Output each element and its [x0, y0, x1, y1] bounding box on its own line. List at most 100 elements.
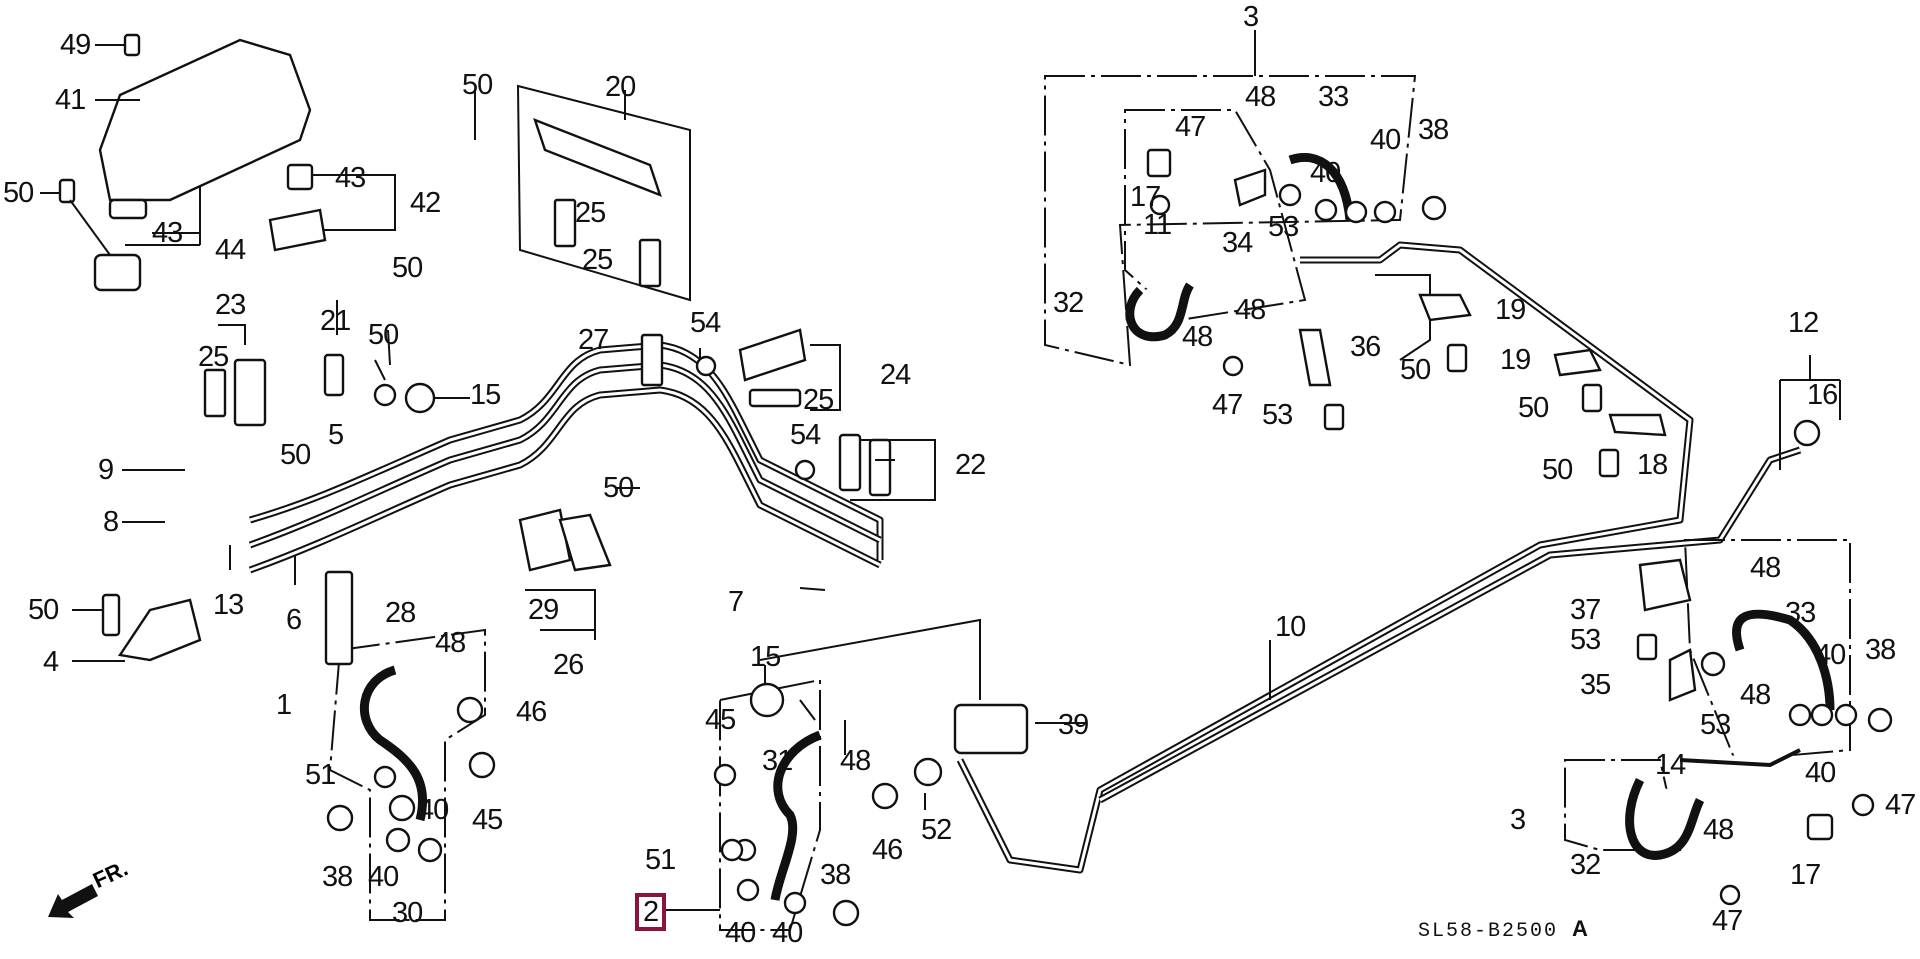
- callout-32[interactable]: 32: [1053, 287, 1084, 319]
- callout-3[interactable]: 3: [1243, 1, 1259, 33]
- callout-53[interactable]: 53: [1268, 211, 1299, 243]
- callout-40[interactable]: 40: [1805, 757, 1836, 789]
- callout-28[interactable]: 28: [385, 597, 416, 629]
- callout-25[interactable]: 25: [803, 384, 834, 416]
- callout-40[interactable]: 40: [418, 794, 449, 826]
- callout-40[interactable]: 40: [368, 861, 399, 893]
- callout-47[interactable]: 47: [1175, 111, 1206, 143]
- callout-40[interactable]: 40: [1370, 124, 1401, 156]
- callout-43[interactable]: 43: [335, 162, 366, 194]
- callout-38[interactable]: 38: [1418, 114, 1449, 146]
- callout-25[interactable]: 25: [582, 244, 613, 276]
- callout-50[interactable]: 50: [3, 177, 34, 209]
- callout-40[interactable]: 40: [772, 917, 803, 949]
- callout-48[interactable]: 48: [1740, 679, 1771, 711]
- callout-47[interactable]: 47: [1212, 389, 1243, 421]
- callout-10[interactable]: 10: [1275, 611, 1306, 643]
- callout-38[interactable]: 38: [1865, 634, 1896, 666]
- callout-44[interactable]: 44: [215, 234, 246, 266]
- callout-48[interactable]: 48: [840, 745, 871, 777]
- callout-50[interactable]: 50: [392, 252, 423, 284]
- callout-12[interactable]: 12: [1788, 307, 1819, 339]
- callout-19[interactable]: 19: [1500, 344, 1531, 376]
- callout-51[interactable]: 51: [305, 759, 336, 791]
- callout-26[interactable]: 26: [553, 649, 584, 681]
- callout-49[interactable]: 49: [60, 29, 91, 61]
- callout-25[interactable]: 25: [198, 341, 229, 373]
- callout-50[interactable]: 50: [462, 69, 493, 101]
- callout-19[interactable]: 19: [1495, 294, 1526, 326]
- callout-35[interactable]: 35: [1580, 669, 1611, 701]
- callout-50[interactable]: 50: [1542, 454, 1573, 486]
- callout-13[interactable]: 13: [213, 589, 244, 621]
- callout-48[interactable]: 48: [1245, 81, 1276, 113]
- callout-21[interactable]: 21: [320, 305, 351, 337]
- callout-52[interactable]: 52: [921, 814, 952, 846]
- callout-34[interactable]: 34: [1222, 227, 1253, 259]
- callout-6[interactable]: 6: [286, 604, 302, 636]
- callout-17[interactable]: 17: [1790, 859, 1821, 891]
- callout-11[interactable]: 11: [1143, 209, 1172, 241]
- callout-40[interactable]: 40: [1310, 157, 1341, 189]
- callout-29[interactable]: 29: [528, 594, 559, 626]
- callout-48[interactable]: 48: [1750, 552, 1781, 584]
- callout-46[interactable]: 46: [516, 696, 547, 728]
- callout-8[interactable]: 8: [103, 506, 119, 538]
- callout-30[interactable]: 30: [392, 897, 423, 929]
- callout-5[interactable]: 5: [328, 419, 344, 451]
- callout-53[interactable]: 53: [1570, 624, 1601, 656]
- callout-50[interactable]: 50: [1518, 392, 1549, 424]
- callout-1[interactable]: 1: [276, 689, 292, 721]
- callout-40[interactable]: 40: [725, 917, 756, 949]
- callout-25[interactable]: 25: [575, 197, 606, 229]
- callout-16[interactable]: 16: [1807, 379, 1838, 411]
- callout-4[interactable]: 4: [43, 646, 59, 678]
- callout-9[interactable]: 9: [98, 454, 114, 486]
- callout-42[interactable]: 42: [410, 187, 441, 219]
- callout-27[interactable]: 27: [578, 324, 609, 356]
- callout-50[interactable]: 50: [280, 439, 311, 471]
- callout-48[interactable]: 48: [435, 627, 466, 659]
- callout-48[interactable]: 48: [1235, 294, 1266, 326]
- callout-36[interactable]: 36: [1350, 331, 1381, 363]
- callout-14[interactable]: 14: [1655, 749, 1686, 781]
- callout-20[interactable]: 20: [605, 71, 636, 103]
- callout-37[interactable]: 37: [1570, 594, 1601, 626]
- callout-54[interactable]: 54: [690, 307, 721, 339]
- callout-53[interactable]: 53: [1700, 709, 1731, 741]
- callout-15[interactable]: 15: [470, 379, 501, 411]
- callout-46[interactable]: 46: [872, 834, 903, 866]
- callout-53[interactable]: 53: [1262, 399, 1293, 431]
- callout-50[interactable]: 50: [368, 319, 399, 351]
- callout-54[interactable]: 54: [790, 419, 821, 451]
- callout-7[interactable]: 7: [728, 586, 744, 618]
- callout-47[interactable]: 47: [1885, 789, 1916, 821]
- callout-17[interactable]: 17: [1130, 181, 1161, 213]
- callout-33[interactable]: 33: [1318, 81, 1349, 113]
- callout-43[interactable]: 43: [152, 217, 183, 249]
- callout-41[interactable]: 41: [55, 84, 86, 116]
- callout-38[interactable]: 38: [820, 859, 851, 891]
- callout-48[interactable]: 48: [1182, 321, 1213, 353]
- callout-32[interactable]: 32: [1570, 849, 1601, 881]
- callout-15[interactable]: 15: [750, 641, 781, 673]
- callout-22[interactable]: 22: [955, 449, 986, 481]
- callout-39[interactable]: 39: [1058, 709, 1089, 741]
- callout-45[interactable]: 45: [705, 704, 736, 736]
- callout-40[interactable]: 40: [1815, 639, 1846, 671]
- callout-23[interactable]: 23: [215, 289, 246, 321]
- callout-31[interactable]: 31: [762, 745, 793, 777]
- callout-51[interactable]: 51: [645, 844, 676, 876]
- callout-18[interactable]: 18: [1637, 449, 1668, 481]
- callout-38[interactable]: 38: [322, 861, 353, 893]
- callout-3[interactable]: 3: [1510, 804, 1526, 836]
- callout-47[interactable]: 47: [1712, 905, 1743, 937]
- callout-33[interactable]: 33: [1785, 597, 1816, 629]
- callout-50[interactable]: 50: [603, 472, 634, 504]
- callout-45[interactable]: 45: [472, 804, 503, 836]
- callout-50[interactable]: 50: [1400, 354, 1431, 386]
- callout-48[interactable]: 48: [1703, 814, 1734, 846]
- callout-50[interactable]: 50: [28, 594, 59, 626]
- callout-2-highlighted[interactable]: 2: [634, 893, 667, 931]
- callout-24[interactable]: 24: [880, 359, 911, 391]
